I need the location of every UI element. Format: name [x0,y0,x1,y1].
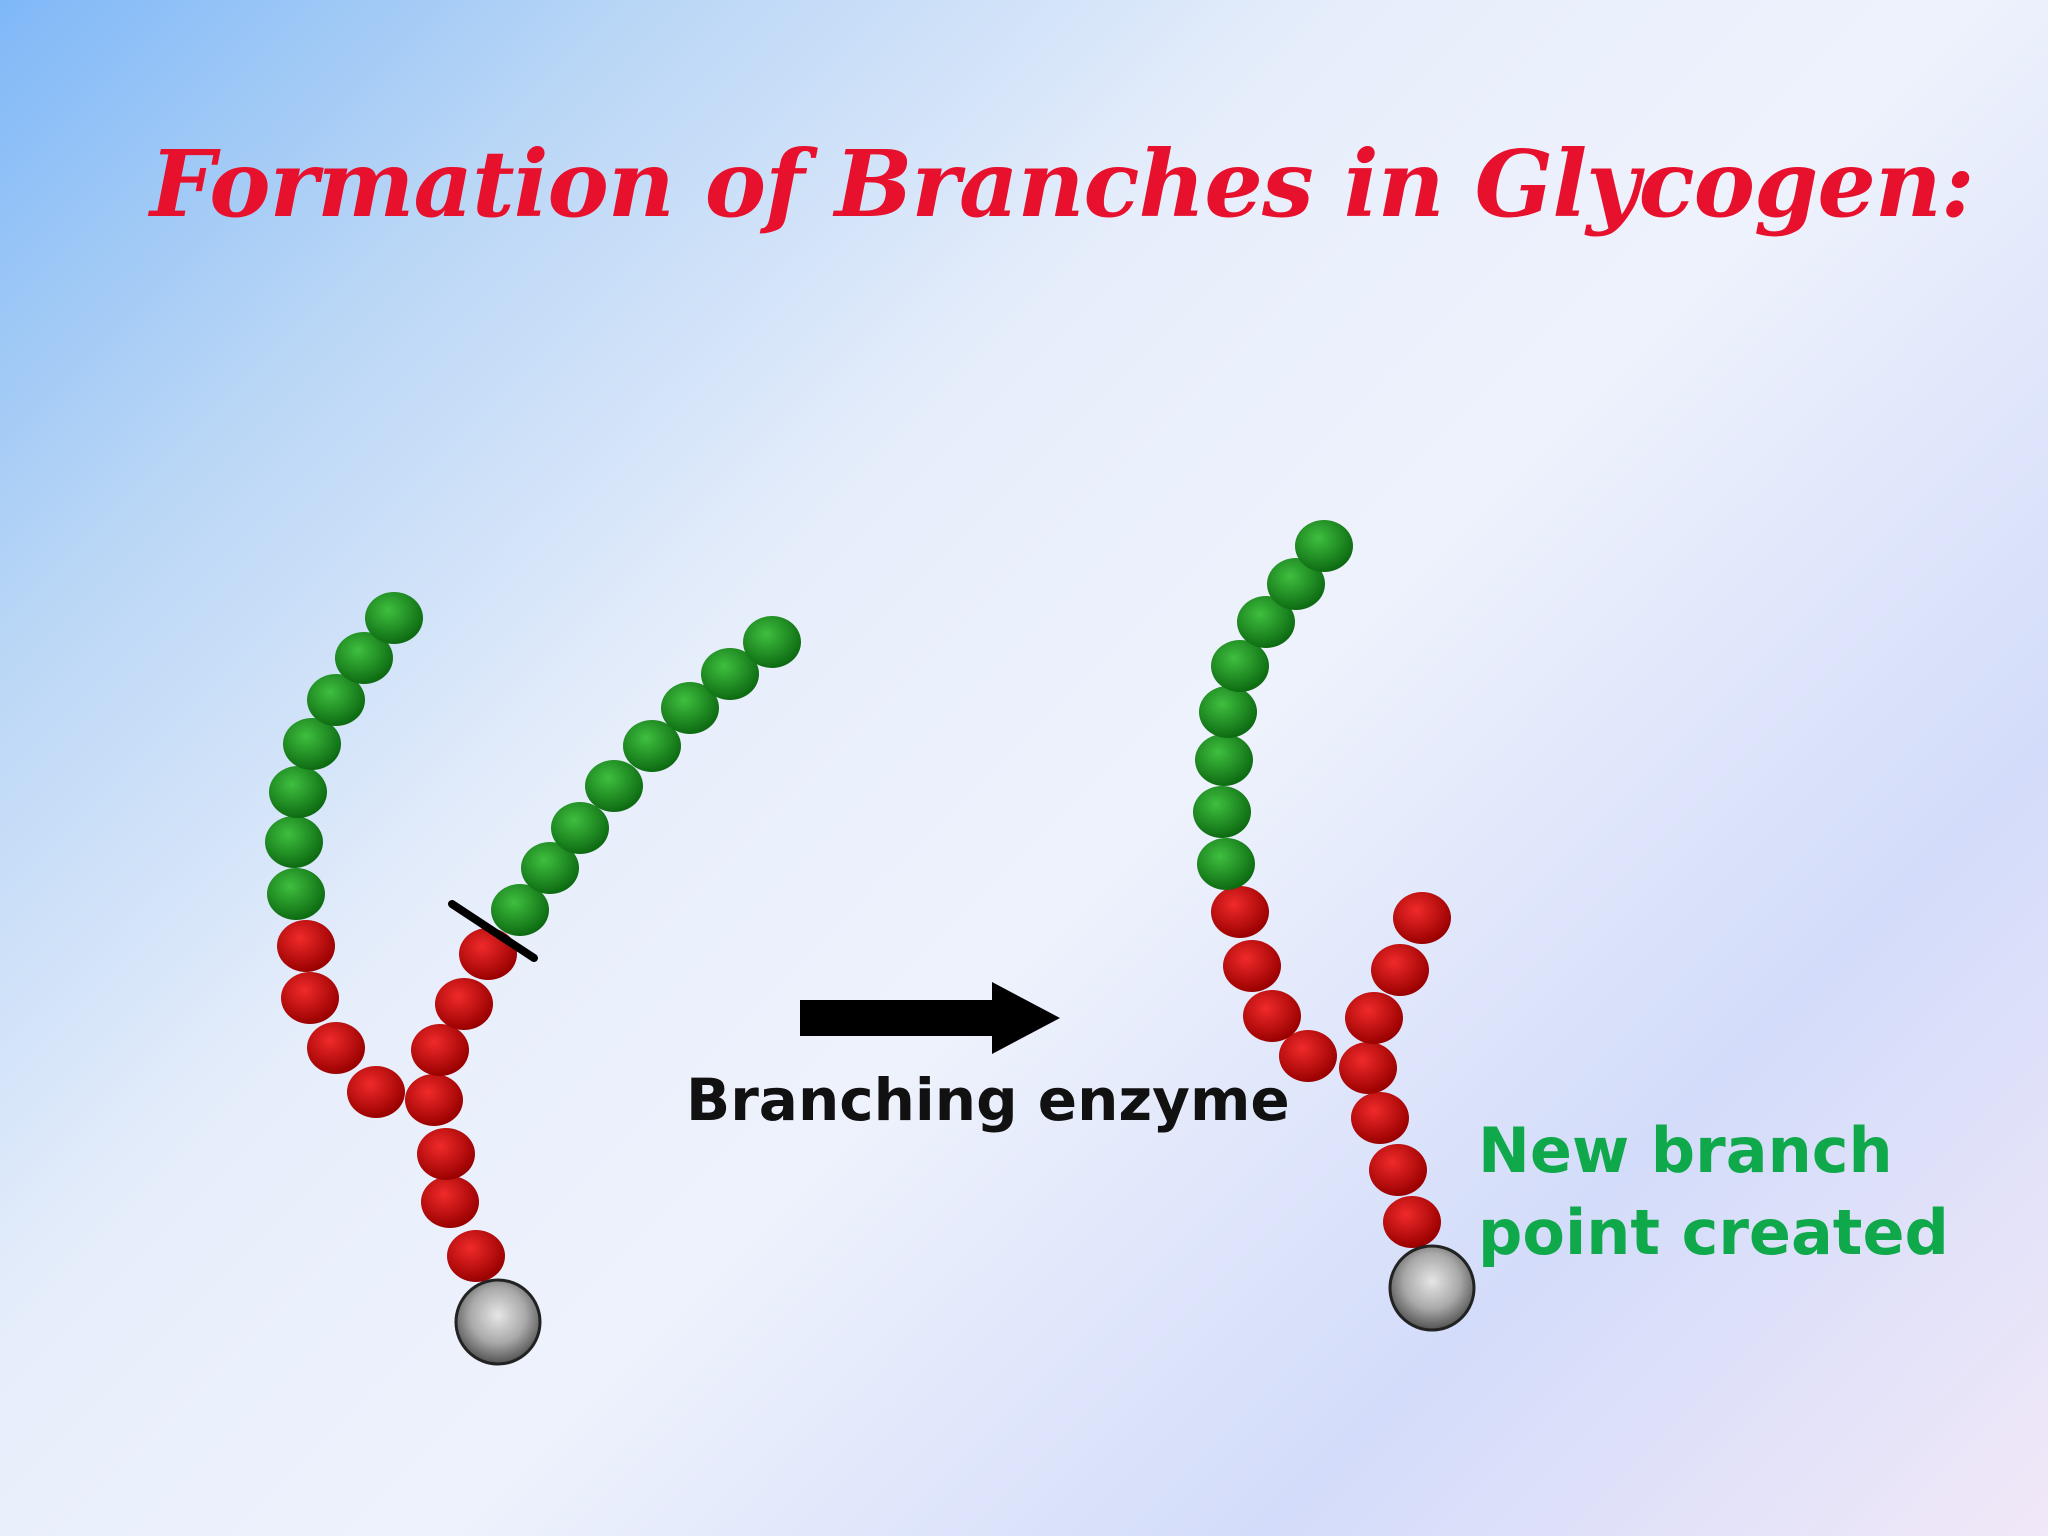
red-residue [307,1022,365,1074]
green-residue [1295,520,1353,572]
green-residue [365,592,423,644]
red-residue [435,978,493,1030]
red-residue [459,928,517,980]
red-residue [347,1066,405,1118]
red-residue [1383,1196,1441,1248]
green-residue [1195,734,1253,786]
green-residue [701,648,759,700]
green-residue [1267,558,1325,610]
red-residue [1279,1030,1337,1082]
green-residue [307,674,365,726]
green-residue [623,720,681,772]
red-residue [1223,940,1281,992]
green-residue [269,766,327,818]
slide-title: Formation of Branches in Glycogen: [150,130,1975,238]
new-branch-label-line2: point created [1478,1196,1949,1269]
red-residue [1345,992,1403,1044]
branching-enzyme-label: Branching enzyme [686,1066,1290,1134]
red-residue [1211,886,1269,938]
green-residue [335,632,393,684]
glycogenin-core-icon [454,1278,542,1366]
green-residue [267,868,325,920]
green-residue [1211,640,1269,692]
new-branch-label-line1: New branch [1478,1114,1893,1187]
right-arrow-icon [800,982,1060,1054]
cleavage-mark-icon [448,900,538,962]
glycogenin-core-icon [1388,1244,1476,1332]
red-residue [1339,1042,1397,1094]
red-residue [1371,944,1429,996]
red-residue [417,1128,475,1180]
green-residue [551,802,609,854]
red-residue [1393,892,1451,944]
red-residue [411,1024,469,1076]
green-residue [521,842,579,894]
red-residue [421,1176,479,1228]
green-residue [1199,686,1257,738]
red-residue [405,1074,463,1126]
green-residue [1237,596,1295,648]
red-residue [1351,1092,1409,1144]
green-residue [743,616,801,668]
green-residue [491,884,549,936]
green-residue [265,816,323,868]
new-branch-label: New branch point created [1478,1110,1949,1274]
red-residue [277,920,335,972]
red-residue [447,1230,505,1282]
green-residue [661,682,719,734]
green-residue [585,760,643,812]
green-residue [1197,838,1255,890]
red-residue [1243,990,1301,1042]
red-residue [281,972,339,1024]
green-residue [1193,786,1251,838]
red-residue [1369,1144,1427,1196]
green-residue [283,718,341,770]
glucose-residues [265,520,1476,1366]
